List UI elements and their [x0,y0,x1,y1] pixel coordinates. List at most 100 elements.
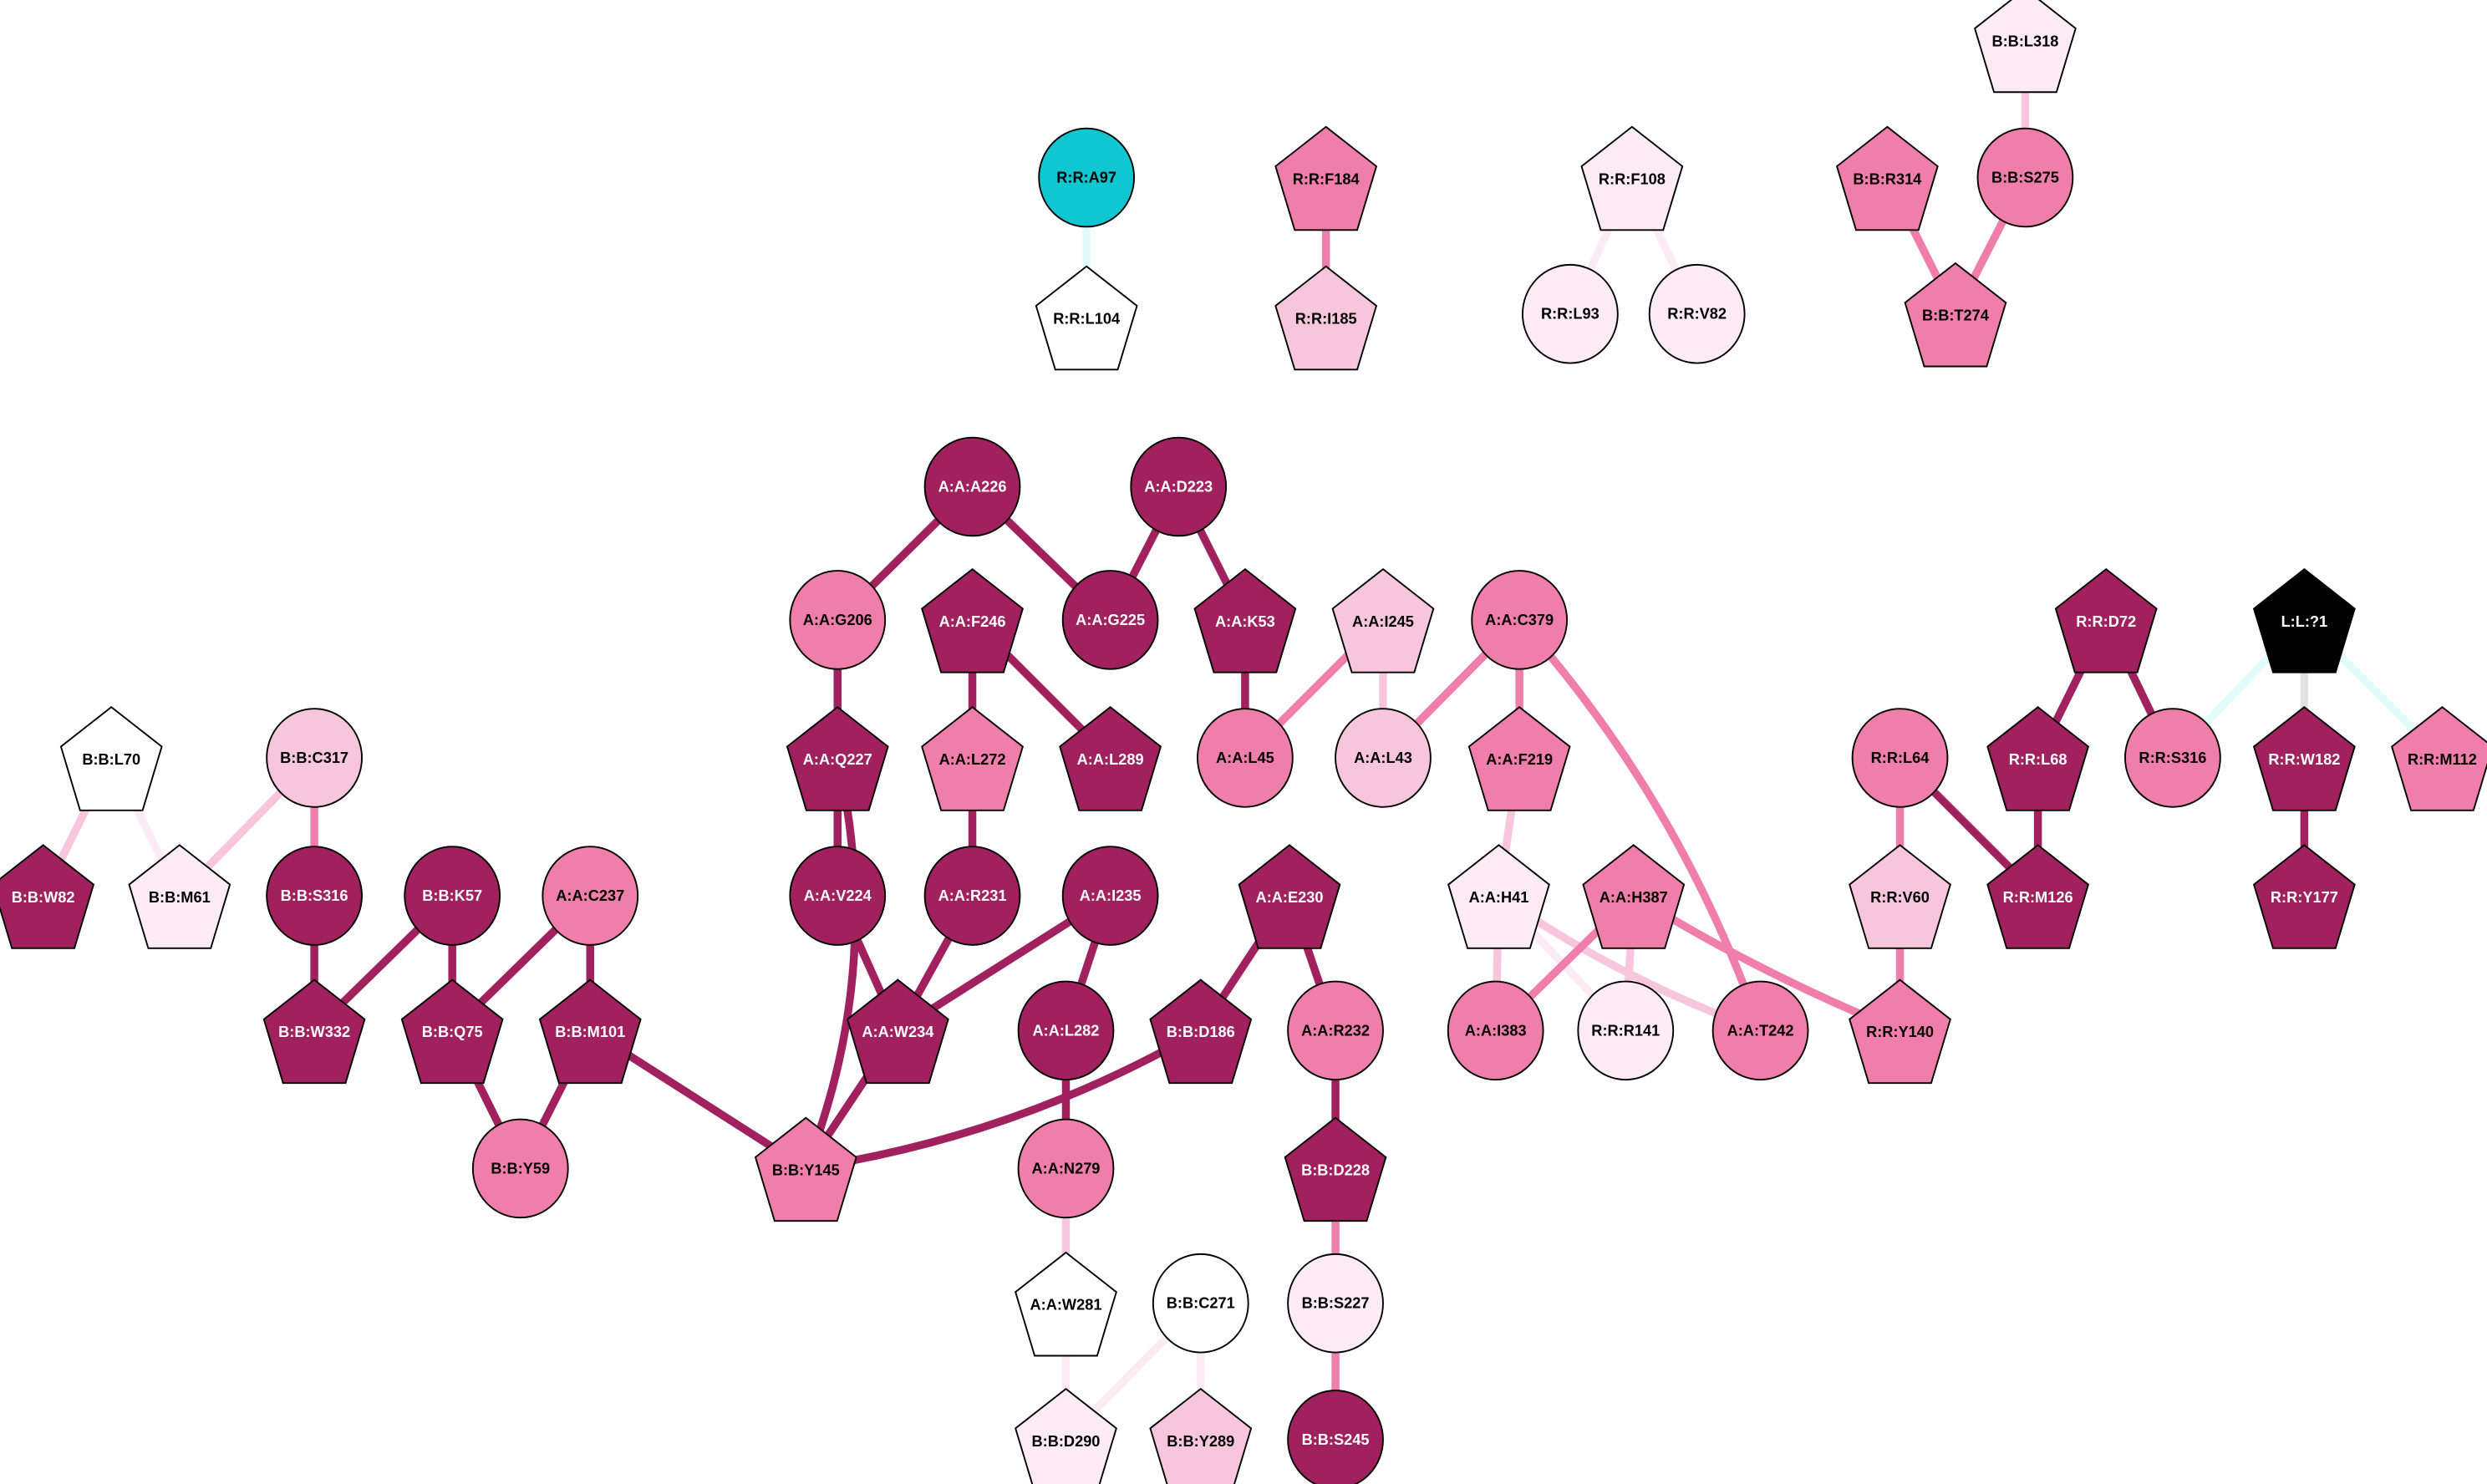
pentagon-node-shape [1904,262,2007,368]
node-r-r-v60[interactable]: R:R:V60 [1849,844,1951,949]
node-b-b-s227[interactable]: B:B:S227 [1287,1253,1384,1354]
circle-node-shape [923,436,1021,537]
node-a-a-e230[interactable]: A:A:E230 [1238,844,1341,949]
node-b-b-t274[interactable]: B:B:T274 [1904,262,2007,368]
node-b-b-s316[interactable]: B:B:S316 [266,846,363,946]
node-a-a-r232[interactable]: A:A:R232 [1287,980,1384,1081]
node-b-b-s275[interactable]: B:B:S275 [1976,127,2074,228]
node-b-b-c271[interactable]: B:B:C271 [1152,1253,1249,1354]
node-b-b-q75[interactable]: B:B:Q75 [400,978,504,1085]
node-label: A:A:W281 [1030,1297,1102,1314]
node-b-b-k57[interactable]: B:B:K57 [404,846,501,946]
circle-node-shape [1577,980,1675,1081]
pentagon-node-shape [1059,706,1162,811]
node-a-a-t242[interactable]: A:A:T242 [1711,980,1809,1081]
node-b-b-d186[interactable]: B:B:D186 [1149,978,1253,1085]
node-r-r-v82[interactable]: R:R:V82 [1648,263,1746,364]
node-b-b-l70[interactable]: B:B:L70 [59,706,163,811]
node-a-a-r231[interactable]: A:A:R231 [923,846,1021,946]
node-r-r-l93[interactable]: R:R:L93 [1522,263,1619,364]
node-b-b-w332[interactable]: B:B:W332 [262,978,366,1085]
node-a-a-c237[interactable]: A:A:C237 [542,846,639,946]
node-l-l-1[interactable]: L:L:?1 [2252,567,2356,673]
node-r-r-y177[interactable]: R:R:Y177 [2252,844,2356,949]
circle-node-shape [266,846,363,946]
node-r-r-y140[interactable]: R:R:Y140 [1849,978,1951,1085]
node-r-r-l68[interactable]: R:R:L68 [1986,706,2090,811]
circle-node-shape [1648,263,1746,364]
node-a-a-f219[interactable]: A:A:F219 [1467,706,1571,811]
node-label: A:A:F219 [1486,751,1553,768]
node-r-r-l104[interactable]: R:R:L104 [1035,265,1138,371]
node-label: B:B:W332 [278,1024,350,1040]
circle-node-shape [1061,846,1159,946]
node-label: A:A:H387 [1600,889,1668,906]
node-a-a-l289[interactable]: A:A:L289 [1059,706,1162,811]
node-r-r-a97[interactable]: R:R:A97 [1038,127,1136,228]
node-b-b-d290[interactable]: B:B:D290 [1015,1387,1117,1484]
node-label: A:A:I383 [1465,1022,1527,1039]
node-label: A:A:C379 [1485,612,1554,628]
node-a-a-g206[interactable]: A:A:G206 [789,570,887,670]
node-b-b-y289[interactable]: B:B:Y289 [1149,1387,1253,1484]
node-a-a-w234[interactable]: A:A:W234 [846,978,949,1085]
node-a-a-n279[interactable]: A:A:N279 [1017,1118,1115,1219]
pentagon-node-shape [538,978,642,1085]
node-a-a-d223[interactable]: A:A:D223 [1130,436,1228,537]
node-a-a-h387[interactable]: A:A:H387 [1582,844,1686,949]
node-a-a-g225[interactable]: A:A:G225 [1061,570,1159,670]
node-r-r-d72[interactable]: R:R:D72 [2054,567,2158,673]
node-label: B:B:D186 [1167,1024,1235,1040]
node-a-a-v224[interactable]: A:A:V224 [789,846,887,946]
node-b-b-l318[interactable]: B:B:L318 [1974,0,2077,94]
node-b-b-y59[interactable]: B:B:Y59 [471,1118,569,1219]
circle-node-shape [1152,1253,1249,1354]
node-a-a-f246[interactable]: A:A:F246 [921,567,1024,673]
node-a-a-w281[interactable]: A:A:W281 [1015,1251,1117,1357]
pentagon-node-shape [846,978,949,1085]
node-r-r-w182[interactable]: R:R:W182 [2252,706,2356,811]
node-a-a-a226[interactable]: A:A:A226 [923,436,1021,537]
node-b-b-w82[interactable]: B:B:W82 [0,844,95,949]
node-b-b-m101[interactable]: B:B:M101 [538,978,642,1085]
node-b-b-d228[interactable]: B:B:D228 [1284,1116,1387,1222]
node-r-r-f108[interactable]: R:R:F108 [1580,125,1684,231]
node-a-a-l43[interactable]: A:A:L43 [1335,708,1432,808]
node-r-r-s316[interactable]: R:R:S316 [2124,708,2221,808]
circle-node-shape [1017,980,1115,1081]
node-a-a-h41[interactable]: A:A:H41 [1447,844,1550,949]
node-r-r-f184[interactable]: R:R:F184 [1274,125,1378,231]
node-b-b-s245[interactable]: B:B:S245 [1287,1390,1384,1484]
node-r-r-i185[interactable]: R:R:I185 [1274,265,1378,371]
pentagon-node-shape [1149,1387,1253,1484]
node-r-r-l64[interactable]: R:R:L64 [1851,708,1949,808]
node-label: B:B:D290 [1032,1433,1101,1450]
node-label: A:A:E230 [1256,889,1324,906]
node-a-a-l282[interactable]: A:A:L282 [1017,980,1115,1081]
node-b-b-m61[interactable]: B:B:M61 [128,844,231,949]
node-a-a-i383[interactable]: A:A:I383 [1447,980,1544,1081]
node-b-b-r314[interactable]: B:B:R314 [1835,125,1939,231]
node-b-b-y145[interactable]: B:B:Y145 [754,1116,857,1222]
node-r-r-m126[interactable]: R:R:M126 [1986,844,2090,949]
edge-b-b-d186-b-b-y145 [805,1027,1203,1173]
node-label: R:R:M112 [2408,751,2477,768]
circle-node-shape [789,846,887,946]
node-a-a-i235[interactable]: A:A:I235 [1061,846,1159,946]
node-label: A:A:L282 [1033,1022,1100,1039]
node-a-a-q227[interactable]: A:A:Q227 [786,706,889,811]
node-a-a-c379[interactable]: A:A:C379 [1471,570,1569,670]
node-label: A:A:C237 [556,887,624,904]
pentagon-node-shape [400,978,504,1085]
circle-node-shape [1447,980,1544,1081]
node-r-r-r141[interactable]: R:R:R141 [1577,980,1675,1081]
circle-node-shape [404,846,501,946]
node-a-a-k53[interactable]: A:A:K53 [1193,567,1297,673]
node-label: B:B:K57 [422,887,482,904]
node-r-r-m112[interactable]: R:R:M112 [2391,706,2487,811]
node-a-a-l272[interactable]: A:A:L272 [921,706,1024,811]
node-a-a-i245[interactable]: A:A:I245 [1331,567,1435,673]
node-b-b-c317[interactable]: B:B:C317 [266,708,363,808]
node-a-a-l45[interactable]: A:A:L45 [1197,708,1294,808]
